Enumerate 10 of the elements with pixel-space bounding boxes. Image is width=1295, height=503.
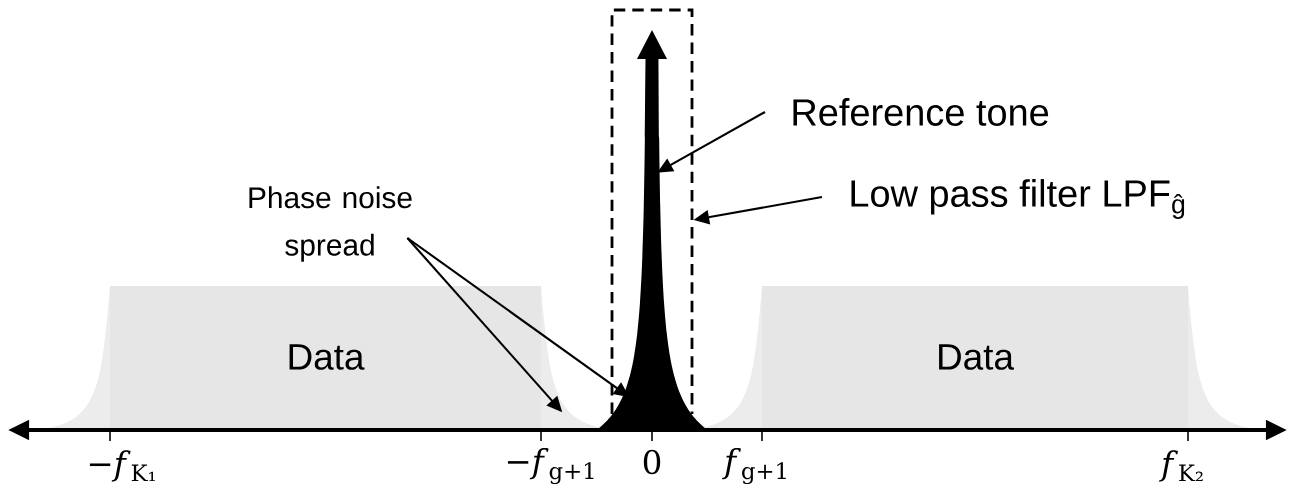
annotation-text: Phase noise spread xyxy=(249,186,412,262)
axis-label: −f$_{g+1}$ xyxy=(507,447,594,485)
spectral-spike xyxy=(599,30,705,428)
annotation-text: Reference tone xyxy=(793,98,1049,126)
data-band: Data xyxy=(50,286,601,428)
axis-label: f$_{g+1}$ xyxy=(722,447,786,485)
annotation-text: Low pass filter LPF$_{ĝ}$ xyxy=(851,179,1185,219)
data-band: Data xyxy=(702,286,1248,428)
dashed-box xyxy=(610,8,694,414)
axis-label: 0 xyxy=(643,449,661,475)
